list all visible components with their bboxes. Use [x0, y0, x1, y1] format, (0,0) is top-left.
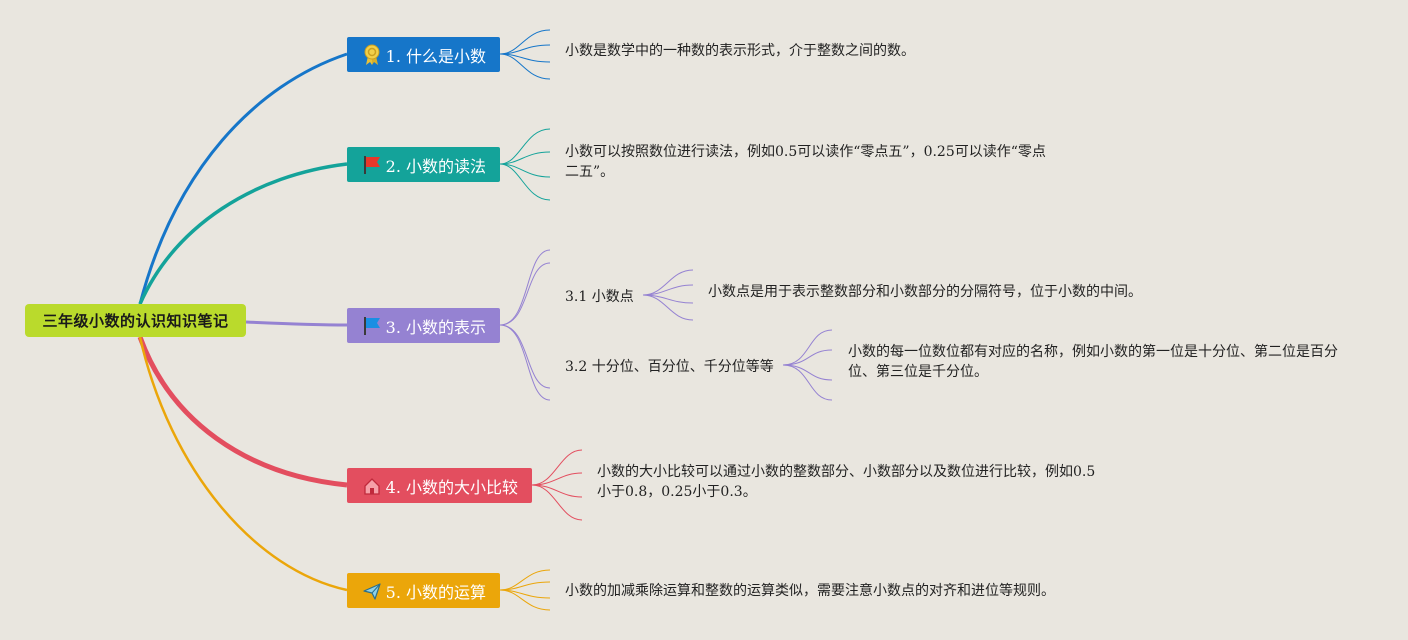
- topic-comparing-decimals[interactable]: 4. 小数的大小比较: [347, 468, 532, 503]
- note-place-values: 小数的每一位数位都有对应的名称，例如小数的第一位是十分位、第二位是百分位、第三位…: [848, 344, 1338, 380]
- topic-reading-decimals[interactable]: 2. 小数的读法: [347, 147, 500, 182]
- topic-label: 5. 小数的运算: [385, 582, 486, 602]
- blue-flag-icon: [361, 315, 383, 337]
- branch-line-3: [245, 320, 348, 327]
- topic-decimal-operations[interactable]: 5. 小数的运算: [347, 573, 500, 608]
- subtopic-place-values[interactable]: 3.2 十分位、百分位、千分位等等: [565, 359, 774, 375]
- branch-line-5: [138, 336, 348, 592]
- fan-lines-4: [531, 449, 583, 521]
- fan-lines-2: [499, 128, 551, 201]
- branch-line-1: [138, 52, 348, 305]
- topic-label: 3. 小数的表示: [385, 317, 486, 337]
- note-reading-decimals: 小数可以按照数位进行读法，例如0.5可以读作“零点五”，0.25可以读作“零点二…: [565, 144, 1046, 180]
- fan-lines-3: [499, 249, 833, 401]
- topic-label: 2. 小数的读法: [385, 156, 486, 176]
- root-topic[interactable]: 三年级小数的认识知识笔记: [25, 304, 246, 337]
- award-ribbon-icon: [361, 44, 383, 66]
- subtopic-decimal-point[interactable]: 3.1 小数点: [565, 289, 634, 305]
- note-decimal-operations: 小数的加减乘除运算和整数的运算类似，需要注意小数点的对齐和进位等规则。: [565, 583, 1055, 599]
- fan-lines-5: [499, 569, 551, 611]
- topic-decimal-representation[interactable]: 3. 小数的表示: [347, 308, 500, 343]
- house-icon: [361, 475, 383, 497]
- topic-label: 1. 什么是小数: [385, 46, 486, 66]
- note-comparing-decimals: 小数的大小比较可以通过小数的整数部分、小数部分以及数位进行比较，例如0.5小于0…: [597, 464, 1096, 500]
- branch-line-2: [138, 162, 348, 305]
- root-topic-label: 三年级小数的认识知识笔记: [42, 312, 229, 330]
- branch-line-4: [137, 336, 348, 488]
- paper-plane-icon: [361, 580, 383, 602]
- topic-what-is-decimal[interactable]: 1. 什么是小数: [347, 37, 500, 72]
- red-flag-icon: [361, 154, 383, 176]
- fan-lines-1: [499, 29, 551, 80]
- note-decimal-point: 小数点是用于表示整数部分和小数部分的分隔符号，位于小数的中间。: [708, 284, 1142, 300]
- note-what-is-decimal: 小数是数学中的一种数的表示形式，介于整数之间的数。: [565, 43, 915, 59]
- topic-label: 4. 小数的大小比较: [385, 477, 518, 497]
